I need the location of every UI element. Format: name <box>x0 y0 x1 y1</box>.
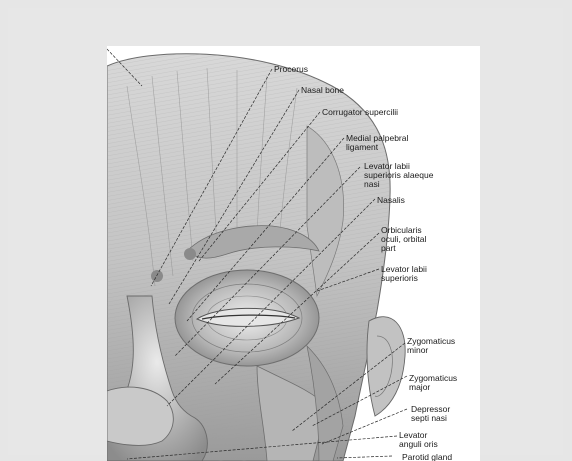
label-zygomaticus-minor: Zygomaticus minor <box>407 337 455 355</box>
label-nasal-bone: Nasal bone <box>301 86 344 95</box>
label-zygomaticus-major: Zygomaticus major <box>409 374 457 392</box>
label-parotid-gland: Parotid gland <box>402 453 452 461</box>
facial-muscles-illustration <box>107 46 480 461</box>
label-levator-anguli-oris: Levator anguli oris <box>399 431 438 449</box>
label-corrugator-supercilii: Corrugator supercilii <box>322 108 398 117</box>
label-levator-labii-superioris: Levator labii superioris <box>381 265 427 283</box>
anatomy-plate: Procerus Nasal bone Corrugator supercili… <box>107 46 480 461</box>
ear <box>367 317 405 416</box>
label-levator-labii-superioris-alaeque-nasi: Levator labii superioris alaeque nasi <box>364 162 433 189</box>
label-nasalis: Nasalis <box>377 196 405 205</box>
label-medial-palpebral-ligament: Medial palpebral ligament <box>346 134 408 152</box>
label-orbicularis-oculi-orbital-part: Orbicularis oculi, orbital part <box>381 226 426 253</box>
label-depressor-septi-nasi: Depressor septi nasi <box>411 405 450 423</box>
label-procerus: Procerus <box>274 65 308 74</box>
marker-dot-right <box>184 248 196 260</box>
marker-dot-left <box>151 270 163 282</box>
